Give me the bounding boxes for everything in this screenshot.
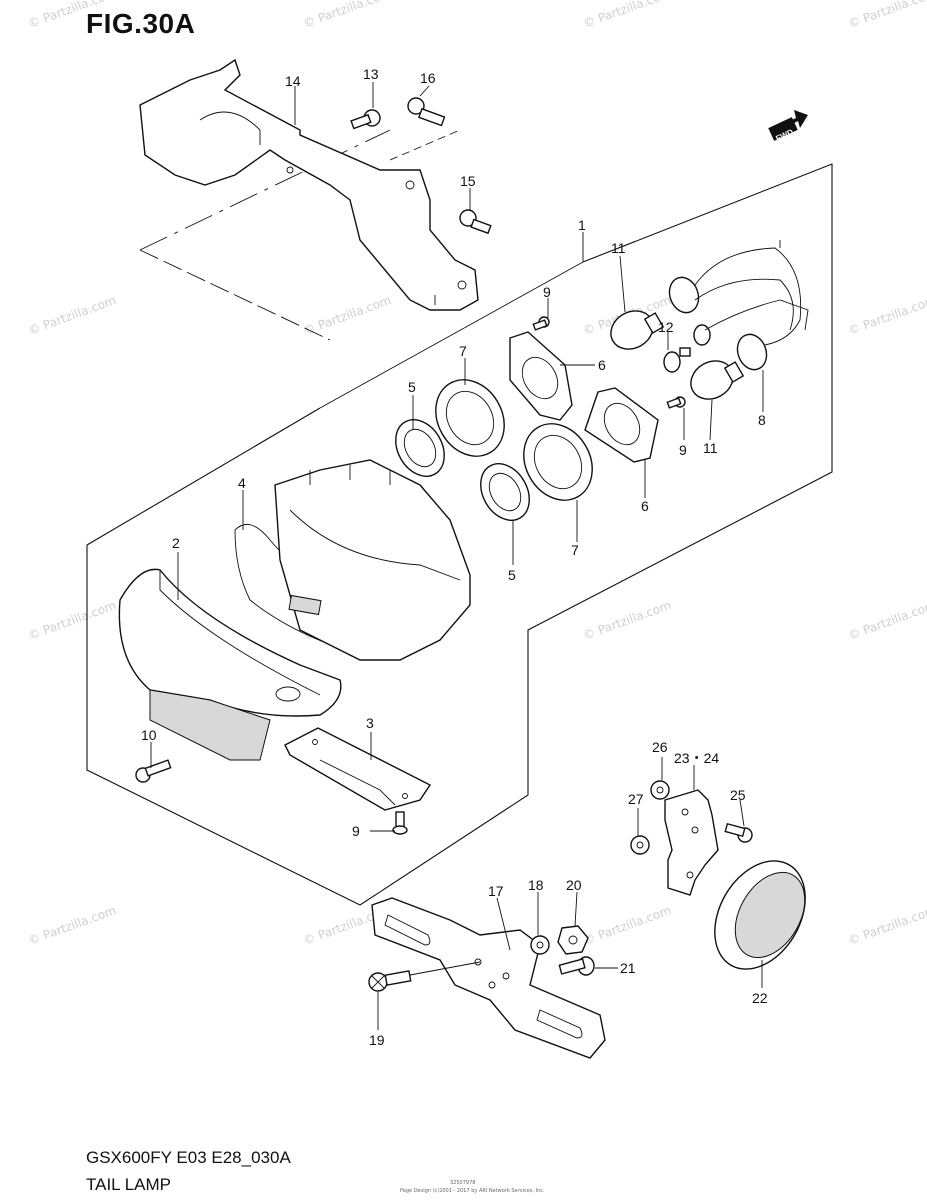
callout-1: 1	[578, 217, 586, 233]
part-27-nut	[630, 835, 650, 855]
watermark: © Partzilla.com	[846, 598, 927, 643]
part-8-wiring-harness	[668, 240, 809, 371]
watermark: © Partzilla.com	[301, 0, 393, 31]
part-7-ring-lower	[523, 423, 593, 501]
diagram-code: GSX600FY E03 E28_030A	[86, 1148, 291, 1167]
leader-lines	[150, 82, 764, 1030]
watermark: © Partzilla.com	[26, 903, 118, 948]
part-20-nut	[557, 925, 589, 955]
fwd-arrow-icon: FWD	[768, 110, 808, 143]
part-11-bulb-upper	[610, 310, 665, 350]
callout-9: 9	[543, 284, 551, 300]
callout-7: 7	[459, 343, 467, 359]
watermark: © Partzilla.com	[846, 0, 927, 31]
watermark: © Partzilla.com	[846, 903, 927, 948]
part-2-lens	[118, 568, 342, 761]
leader-line	[409, 961, 481, 976]
part-25-screw	[724, 822, 753, 843]
callout-8: 8	[758, 412, 766, 428]
part-6-gasket-upper	[509, 331, 573, 421]
callout-9: 9	[352, 823, 360, 839]
callout-2: 2	[172, 535, 180, 551]
leader-line	[319, 261, 584, 409]
part-14-bracket	[139, 58, 479, 311]
assembly-outline	[86, 163, 833, 906]
callout-22: 22	[752, 990, 768, 1006]
callout-25: 25	[730, 787, 746, 803]
callout-12: 12	[658, 319, 674, 335]
part-9-screw-lower	[392, 811, 408, 835]
callout-10: 10	[141, 727, 157, 743]
callout-11: 11	[611, 240, 626, 256]
part-3-plate	[284, 727, 432, 811]
callout-21: 21	[620, 960, 636, 976]
part-12-bulb	[663, 347, 691, 373]
part-5-socket-upper	[395, 419, 445, 477]
fine-print-id: 32507978	[450, 1180, 476, 1186]
callout-3: 3	[366, 715, 374, 731]
callout-5: 5	[408, 379, 416, 395]
part-21-bolt	[558, 956, 595, 976]
callout-6: 6	[598, 357, 606, 373]
part-18-washer	[530, 935, 550, 955]
fine-print-copyright: Page Design (c)2001 - 2017 by ARI Networ…	[400, 1188, 545, 1194]
leader-line	[139, 129, 391, 251]
callout-17: 17	[488, 883, 504, 899]
watermark: © Partzilla.com	[26, 0, 118, 31]
part-13-screw	[350, 109, 381, 130]
callout-18: 18	[528, 877, 544, 893]
callouts: 1 2 3 4 5 5 6 6 7 7 8 9 9 9 10 11 11 12 …	[141, 66, 768, 1048]
callout-5: 5	[508, 567, 516, 583]
callout-13: 13	[363, 66, 379, 82]
callout-7: 7	[571, 542, 579, 558]
watermark: © Partzilla.com	[581, 598, 673, 643]
part-9-screw-upper	[532, 316, 550, 331]
watermark: © Partzilla.com	[846, 293, 927, 338]
leader-line	[389, 129, 461, 161]
callout-20: 20	[566, 877, 582, 893]
callout-15: 15	[460, 173, 476, 189]
part-10-screw	[135, 759, 172, 783]
part-22-reflector	[714, 860, 806, 970]
part-16-bolt	[407, 97, 446, 127]
callout-23-24: 23・24	[674, 750, 719, 766]
part-17-license-bracket	[371, 897, 606, 1059]
callout-19: 19	[369, 1032, 385, 1048]
callout-4: 4	[238, 475, 246, 491]
diagram-name: TAIL LAMP	[86, 1175, 172, 1194]
part-11-bulb-lower	[690, 360, 745, 400]
callout-26: 26	[652, 739, 668, 755]
callout-16: 16	[420, 70, 436, 86]
figure-title: FIG.30A	[86, 8, 196, 39]
part-6-gasket-lower	[584, 387, 659, 463]
lamp-housing	[274, 459, 471, 661]
part-5-socket-lower	[480, 463, 530, 521]
watermark: © Partzilla.com	[301, 293, 393, 338]
part-19-screw	[368, 970, 412, 992]
watermark: © Partzilla.com	[581, 903, 673, 948]
callout-6: 6	[641, 498, 649, 514]
callout-14: 14	[285, 73, 301, 89]
watermark: © Partzilla.com	[26, 293, 118, 338]
watermark: © Partzilla.com	[581, 0, 673, 31]
part-26-nut	[650, 780, 670, 800]
callout-27: 27	[628, 791, 644, 807]
callout-11: 11	[703, 440, 718, 456]
part-7-ring-upper	[435, 379, 505, 457]
watermark: © Partzilla.com	[26, 598, 118, 643]
part-23-24-reflector-bracket	[664, 789, 719, 896]
part-9-screw-mid	[666, 396, 686, 409]
leader-line	[139, 249, 331, 341]
callout-9: 9	[679, 442, 687, 458]
part-15-screw	[459, 209, 492, 235]
